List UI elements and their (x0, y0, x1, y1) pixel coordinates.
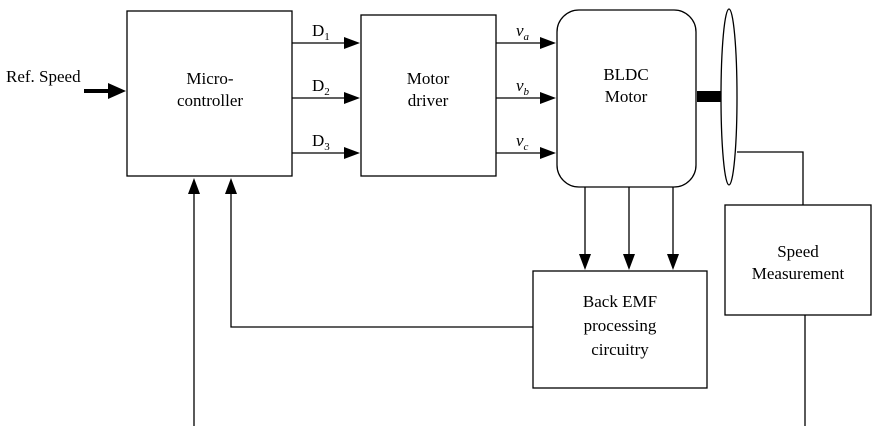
motor-driver-label-line2: driver (408, 91, 449, 110)
bldc-motor-label-line1: BLDC (603, 65, 648, 84)
bldc-motor-block (556, 9, 697, 188)
flywheel-disk (720, 8, 738, 186)
motor-driver-block (360, 14, 497, 177)
speed-measurement-label-line2: Measurement (752, 264, 845, 283)
d1-arrowhead (344, 37, 360, 49)
vb-arrowhead (540, 92, 556, 104)
back-emf-label-line3: circuitry (591, 340, 649, 359)
bldc-motor-label-line2: Motor (605, 87, 648, 106)
ref-speed-label: Ref. Speed (6, 67, 81, 86)
phase-b-down-arrowhead (623, 254, 635, 270)
vb-label: vb (516, 76, 530, 98)
phase-c-down-arrowhead (667, 254, 679, 270)
microcontroller-label-line2: controller (177, 91, 243, 110)
speed-feedback-arrowhead (188, 178, 200, 194)
back-emf-feedback-wire (230, 194, 533, 328)
va-label: va (516, 21, 530, 43)
motor-driver-label-line1: Motor (407, 69, 450, 88)
motor-shaft (697, 91, 726, 102)
microcontroller-label-line1: Micro- (186, 69, 234, 88)
speed-measurement-label-line1: Speed (777, 242, 819, 261)
va-arrowhead (540, 37, 556, 49)
d2-label: D2 (312, 76, 330, 98)
disk-to-speed-wire (737, 151, 804, 205)
vc-label: vc (516, 131, 529, 153)
back-emf-feedback-arrowhead (225, 178, 237, 194)
back-emf-label-line1: Back EMF (583, 292, 657, 311)
d3-label: D3 (312, 131, 330, 153)
ref-speed-arrowhead (108, 83, 126, 99)
back-emf-label-line2: processing (584, 316, 657, 335)
d1-label: D1 (312, 21, 330, 43)
phase-a-down-arrowhead (579, 254, 591, 270)
d3-arrowhead (344, 147, 360, 159)
speed-measurement-block (724, 204, 872, 316)
microcontroller-block (126, 10, 293, 177)
back-emf-block (532, 270, 708, 389)
d2-arrowhead (344, 92, 360, 104)
vc-arrowhead (540, 147, 556, 159)
